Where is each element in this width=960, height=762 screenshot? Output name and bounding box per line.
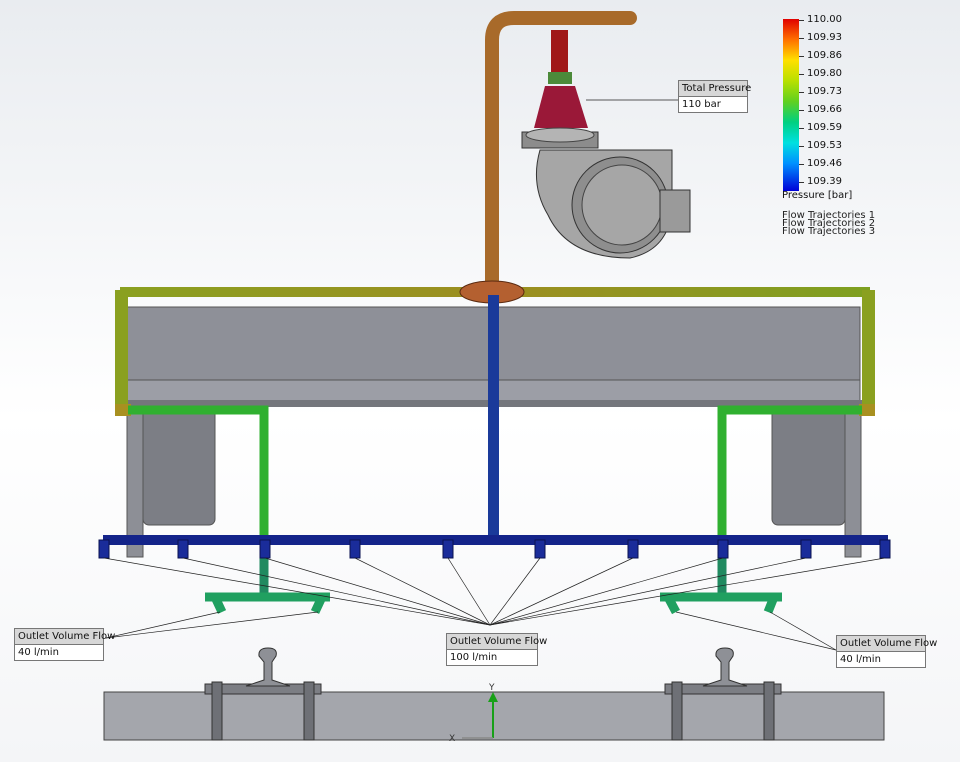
legend-tick: 109.53 <box>799 140 842 151</box>
legend-tick: 110.00 <box>799 14 842 25</box>
triad-y-label: Y <box>488 683 495 693</box>
callout-value: 40 l/min <box>14 645 104 661</box>
pressure-legend[interactable]: 110.00 109.93 109.86 109.80 109.73 109.6… <box>780 14 900 244</box>
outlet-flow-callout-center[interactable]: Outlet Volume Flow 100 l/min <box>446 633 547 666</box>
coordinate-triad: Y X <box>449 683 498 744</box>
flow-trajectory-label[interactable]: Flow Trajectories 2 <box>782 218 876 229</box>
flow-trajectory-label[interactable]: Flow Trajectories 1 <box>782 210 876 221</box>
callout-label: Outlet Volume Flow <box>836 635 937 652</box>
legend-tick: 109.59 <box>799 122 842 133</box>
legend-tick: 109.80 <box>799 68 842 79</box>
callout-label: Total Pressure <box>678 80 751 97</box>
pump-assembly <box>521 30 691 259</box>
outlet-flow-callout-left[interactable]: Outlet Volume Flow 40 l/min <box>14 628 115 661</box>
header-pipe <box>115 280 875 416</box>
legend-tick: 109.66 <box>799 104 842 115</box>
leader-lines <box>103 99 886 651</box>
total-pressure-callout[interactable]: Total Pressure 110 bar <box>678 80 751 113</box>
supply-pipe <box>485 11 637 292</box>
legend-tick: 109.39 <box>799 176 842 187</box>
triad-x-label: X <box>449 734 455 744</box>
callout-value: 40 l/min <box>836 652 926 668</box>
legend-unit: Pressure [bar] <box>782 190 853 201</box>
center-riser <box>488 295 499 540</box>
callout-value: 110 bar <box>678 97 748 113</box>
nozzle-manifold <box>98 535 891 559</box>
callout-label: Outlet Volume Flow <box>446 633 547 650</box>
legend-tick: 109.93 <box>799 32 842 43</box>
color-scale-bar <box>783 19 799 191</box>
legend-tick: 109.46 <box>799 158 842 169</box>
outlet-flow-callout-right[interactable]: Outlet Volume Flow 40 l/min <box>836 635 937 668</box>
legend-tick: 109.73 <box>799 86 842 97</box>
callout-value: 100 l/min <box>446 650 538 666</box>
flow-trajectory-label[interactable]: Flow Trajectories 3 <box>782 226 876 237</box>
legend-tick: 109.86 <box>799 50 842 61</box>
callout-label: Outlet Volume Flow <box>14 628 115 645</box>
